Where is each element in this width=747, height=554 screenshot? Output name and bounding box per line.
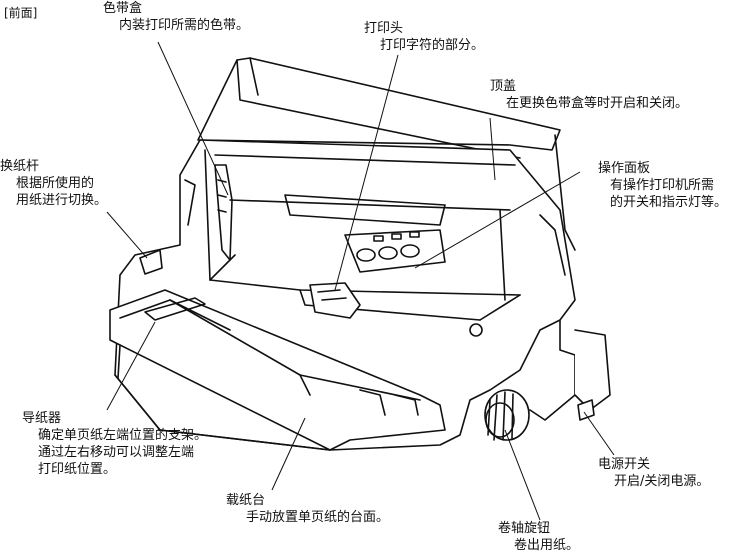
label-desc: 手动放置单页纸的台面。 [246, 510, 390, 525]
label-paper-lever: 换纸杆 根据所使用的 用纸进行切换。 [0, 158, 107, 209]
label-title: 卷轴旋钮 [498, 521, 551, 536]
paper-table-shape [109, 289, 446, 451]
label-paper-guide: 导纸器 确定单页纸左端位置的支架。 通过左右移动可以调整左端 打印纸位置。 [22, 410, 207, 478]
leader-platen-knob [504, 429, 541, 521]
leader-ribbon [157, 41, 229, 196]
label-print-head: 打印头 打印字符的部分。 [364, 20, 484, 54]
leader-paper-table [271, 417, 306, 491]
leader-paper-lever [106, 211, 148, 259]
label-power-switch: 电源开关 开启/关闭电源。 [598, 456, 709, 490]
leader-top-cover [489, 117, 496, 181]
label-desc: 的开关和指示灯等。 [610, 195, 728, 210]
platen-knob-shape [484, 389, 530, 441]
label-top-cover: 顶盖 在更换色带盒等时开启和关闭。 [490, 78, 688, 112]
control-panel-shape [344, 229, 446, 273]
label-title: 操作面板 [598, 161, 651, 176]
label-ribbon-cartridge: 色带盒 内装打印所需的色带。 [103, 0, 249, 34]
leader-power-switch [583, 411, 615, 456]
ribbon-cartridge-shape [214, 164, 233, 261]
label-title: 电源开关 [598, 457, 651, 472]
leader-paper-guide [106, 321, 156, 411]
label-control-panel: 操作面板 有操作打印机所需 的开关和指示灯等。 [598, 160, 727, 211]
label-desc: 打印字符的部分。 [380, 38, 485, 53]
label-desc: 有操作打印机所需 [610, 178, 715, 193]
leader-print-head [334, 54, 399, 291]
label-title: 色带盒 [103, 1, 143, 16]
leader-lines [106, 41, 615, 521]
label-desc: 开启/关闭电源。 [614, 474, 710, 489]
label-desc: 通过左右移动可以调整左端 [38, 445, 195, 460]
label-desc: 打印纸位置。 [38, 462, 117, 477]
label-title: 换纸杆 [0, 159, 40, 174]
label-desc: 根据所使用的 [16, 176, 95, 191]
label-desc: 在更换色带盒等时开启和关闭。 [506, 96, 689, 111]
label-platen-knob: 卷轴旋钮 卷出用纸。 [498, 520, 579, 554]
paper-guide-shape [144, 297, 206, 321]
label-desc: 确定单页纸左端位置的支架。 [38, 428, 208, 443]
label-title: 打印头 [364, 21, 404, 36]
label-title: 导纸器 [22, 411, 62, 426]
label-title: 载纸台 [226, 493, 266, 508]
power-switch-shape [577, 399, 595, 421]
label-desc: 卷出用纸。 [514, 538, 580, 553]
view-tag: [前面] [4, 6, 38, 20]
label-title: 顶盖 [490, 79, 517, 94]
leader-control-panel [414, 171, 581, 269]
label-paper-table: 载纸台 手动放置单页纸的台面。 [226, 492, 389, 526]
label-desc: 用纸进行切换。 [16, 193, 108, 208]
label-desc: 内装打印所需的色带。 [119, 18, 250, 33]
